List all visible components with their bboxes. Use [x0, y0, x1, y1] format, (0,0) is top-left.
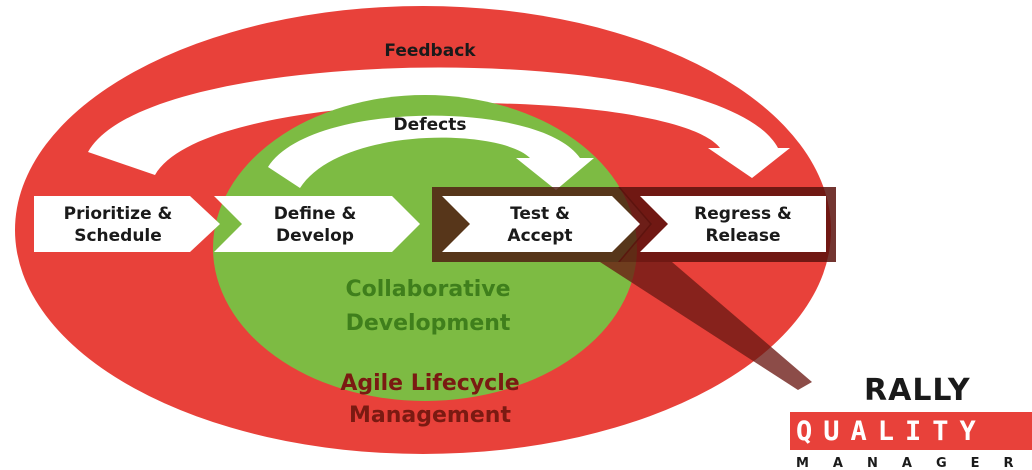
logo-quality-bar	[790, 412, 1032, 450]
step-define-develop[interactable]	[214, 196, 420, 252]
defects-loop-arrow	[268, 115, 594, 190]
collaborative-development-ellipse	[213, 95, 637, 401]
logo-rally-text: RALLY	[864, 373, 971, 408]
step-regress-label-line2: Release	[705, 226, 780, 246]
logo-manager-text: MANAGER	[796, 456, 1032, 470]
logo-connector	[600, 262, 812, 390]
defects-label: Defects	[394, 115, 467, 135]
rally-quality-manager-logo: RALLY QUALITY MANAGER	[790, 373, 1032, 470]
collaborative-label-line2: Development	[346, 311, 511, 336]
step-test-label-line2: Accept	[507, 226, 572, 246]
logo-quality-text: QUALITY	[796, 416, 987, 447]
step-define-label-line1: Define &	[274, 204, 357, 224]
step-prioritize-label-line2: Schedule	[74, 226, 162, 246]
agile-lifecycle-label-line1: Agile Lifecycle	[340, 371, 519, 396]
step-define-label-line2: Develop	[276, 226, 354, 246]
step-regress-label-line1: Regress &	[694, 204, 792, 224]
step-test-accept[interactable]	[442, 196, 640, 252]
step-regress-release[interactable]	[640, 196, 826, 252]
collaborative-label-line1: Collaborative	[345, 277, 510, 302]
step-test-label-line1: Test &	[510, 204, 570, 224]
feedback-loop-arrow	[88, 67, 790, 178]
step-prioritize-schedule[interactable]	[34, 196, 220, 252]
feedback-label: Feedback	[384, 41, 476, 61]
step-prioritize-label-line1: Prioritize &	[64, 204, 173, 224]
agile-lifecycle-label-line2: Management	[349, 403, 511, 428]
